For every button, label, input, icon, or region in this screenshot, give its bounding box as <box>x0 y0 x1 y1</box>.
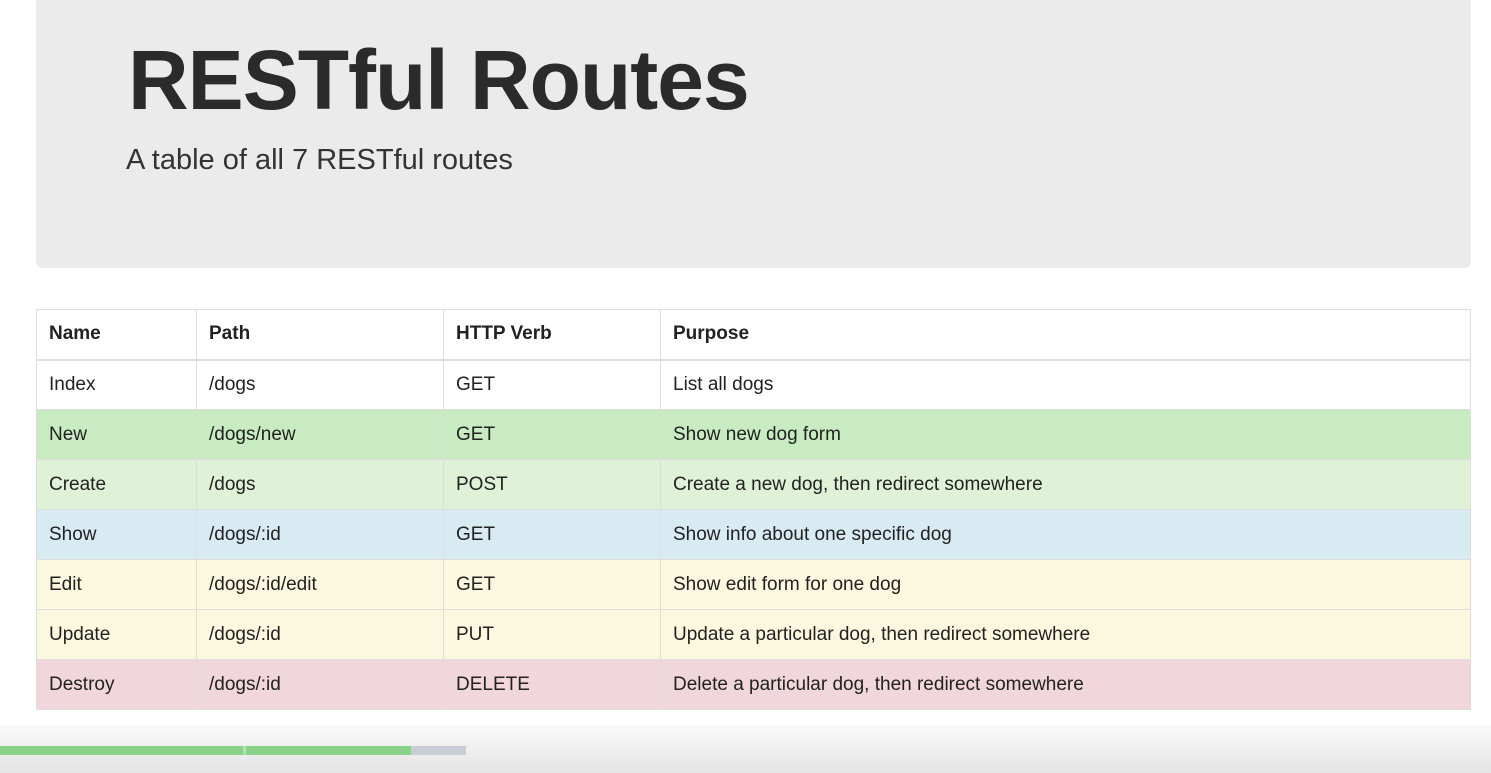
cell-name: Edit <box>36 559 197 610</box>
column-header-path: Path <box>196 309 444 361</box>
cell-http-verb: GET <box>443 509 661 560</box>
jumbotron: RESTful Routes A table of all 7 RESTful … <box>36 0 1471 268</box>
cell-http-verb: DELETE <box>443 659 661 710</box>
table-header-row: Name Path HTTP Verb Purpose <box>36 309 1471 361</box>
cell-path: /dogs/:id <box>196 659 444 710</box>
cell-path: /dogs/:id/edit <box>196 559 444 610</box>
cell-purpose: Delete a particular dog, then redirect s… <box>660 659 1471 710</box>
page-title: RESTful Routes <box>128 33 750 127</box>
cell-name: Show <box>36 509 197 560</box>
column-header-name: Name <box>36 309 197 361</box>
cell-http-verb: POST <box>443 459 661 510</box>
cell-path: /dogs <box>196 359 444 410</box>
cell-purpose: Show edit form for one dog <box>660 559 1471 610</box>
cell-name: Index <box>36 359 197 410</box>
cell-path: /dogs/new <box>196 409 444 460</box>
cell-name: Update <box>36 609 197 660</box>
cell-purpose: Update a particular dog, then redirect s… <box>660 609 1471 660</box>
cell-http-verb: GET <box>443 559 661 610</box>
cell-path: /dogs/:id <box>196 509 444 560</box>
cell-name: Destroy <box>36 659 197 710</box>
column-header-http-verb: HTTP Verb <box>443 309 661 361</box>
cell-path: /dogs/:id <box>196 609 444 660</box>
page-subtitle: A table of all 7 RESTful routes <box>126 144 513 176</box>
cell-purpose: Show info about one specific dog <box>660 509 1471 560</box>
cell-name: Create <box>36 459 197 510</box>
cell-name: New <box>36 409 197 460</box>
cell-purpose: Show new dog form <box>660 409 1471 460</box>
cell-purpose: List all dogs <box>660 359 1471 410</box>
cell-http-verb: GET <box>443 359 661 410</box>
cell-path: /dogs <box>196 459 444 510</box>
cell-http-verb: PUT <box>443 609 661 660</box>
cell-purpose: Create a new dog, then redirect somewher… <box>660 459 1471 510</box>
cell-http-verb: GET <box>443 409 661 460</box>
column-header-purpose: Purpose <box>660 309 1471 361</box>
progress-played <box>0 746 411 755</box>
progress-chapter-marker <box>243 746 246 755</box>
